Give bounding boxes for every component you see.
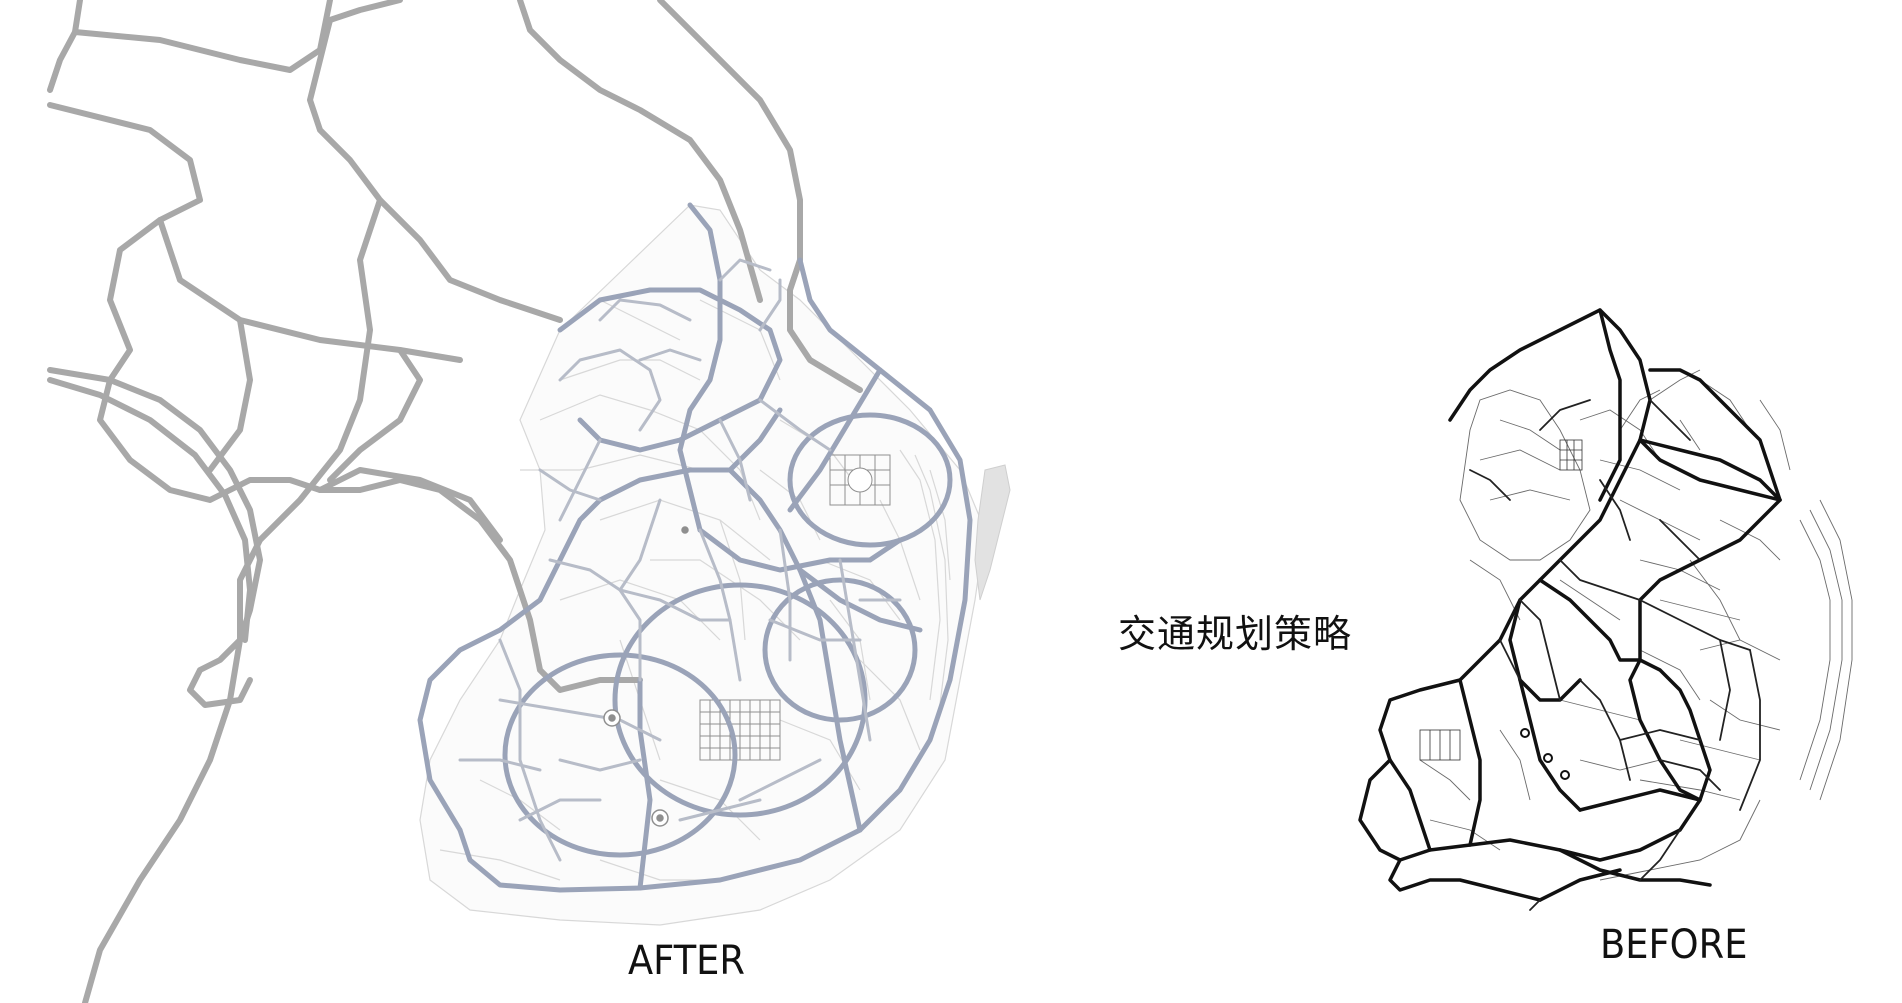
before-label: BEFORE bbox=[1600, 922, 1748, 968]
before-secondary-roads bbox=[1469, 399, 1761, 911]
strategy-title: 交通规划策略 bbox=[1118, 612, 1353, 656]
after-plan-map bbox=[47, 0, 1011, 1003]
before-nodes bbox=[1520, 728, 1570, 780]
after-planned-arterials bbox=[417, 202, 973, 893]
after-urban-fabric bbox=[419, 204, 986, 926]
before-urban-fabric bbox=[1419, 369, 1853, 881]
after-coastline bbox=[974, 464, 1011, 601]
before-grid-detail bbox=[1419, 439, 1583, 761]
after-label: AFTER bbox=[628, 938, 745, 984]
before-plan-map bbox=[1358, 308, 1853, 911]
after-grid-district-south bbox=[699, 699, 781, 761]
after-grid-district-north bbox=[829, 454, 891, 506]
after-planned-local-roads bbox=[458, 258, 902, 862]
after-roundabouts bbox=[603, 526, 689, 827]
before-main-roads bbox=[1358, 308, 1782, 902]
